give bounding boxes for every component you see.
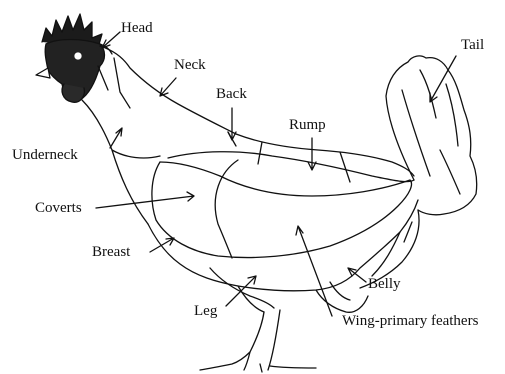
arrow-coverts — [96, 192, 194, 208]
arrow-breast — [150, 238, 174, 252]
label-breast: Breast — [92, 245, 130, 260]
arrow-back — [228, 108, 236, 140]
arrow-underneck — [110, 128, 122, 148]
label-neck: Neck — [174, 58, 206, 73]
label-rump: Rump — [289, 118, 326, 133]
back-outline — [228, 132, 414, 182]
label-head: Head — [121, 21, 153, 36]
chicken-head-drawing — [36, 14, 112, 102]
label-belly: Belly — [368, 277, 401, 292]
arrow-leg — [226, 276, 256, 306]
label-leg: Leg — [194, 304, 217, 319]
belly-outline — [316, 282, 368, 312]
arrow-neck — [160, 78, 176, 96]
label-back: Back — [216, 87, 247, 102]
label-underneck: Underneck — [12, 148, 78, 163]
arrow-belly — [348, 268, 366, 282]
pointer-arrows — [96, 32, 456, 316]
leg-and-foot — [200, 268, 316, 372]
wing-outline — [152, 160, 412, 258]
arrow-head — [102, 32, 120, 48]
label-wing-primary-feathers: Wing-primary feathers — [342, 314, 478, 329]
arrow-wing — [296, 226, 332, 316]
arrow-rump — [308, 138, 316, 170]
label-coverts: Coverts — [35, 201, 82, 216]
neck-outline — [82, 46, 236, 224]
label-tail: Tail — [461, 38, 484, 53]
